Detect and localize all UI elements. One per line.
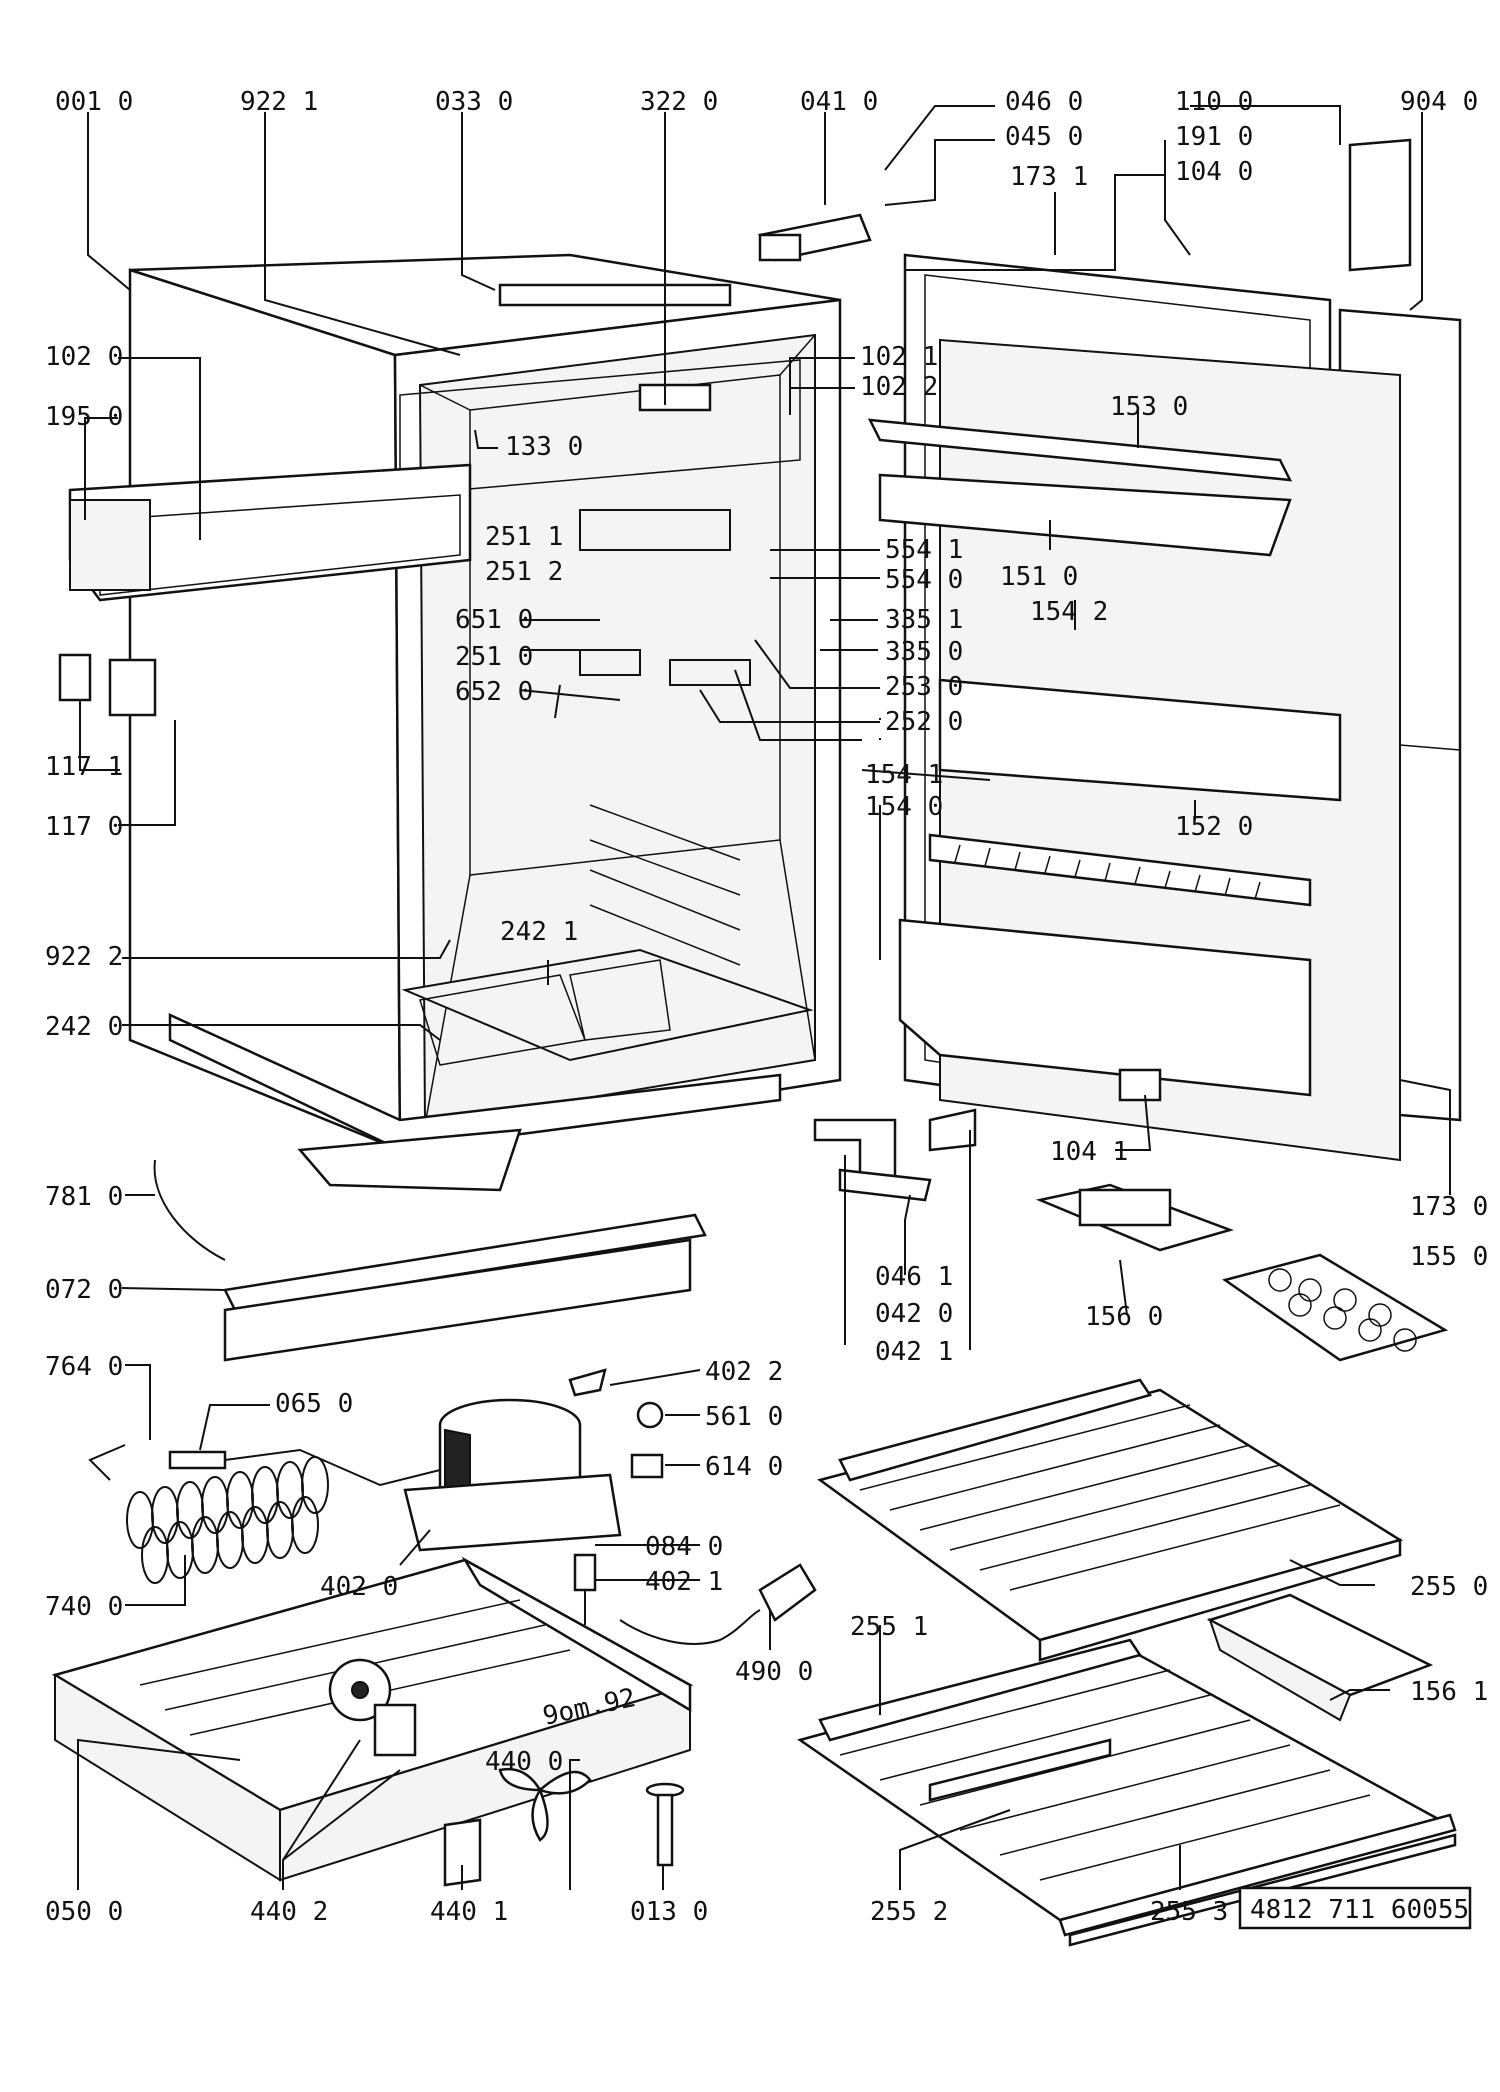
label-050-0: 050 0: [45, 1897, 123, 1927]
label-335-1: 335 1: [885, 605, 963, 635]
glass-shelf-lower: [797, 1638, 1457, 1947]
label-013-0: 013 0: [630, 1897, 708, 1927]
label-001-0: 001 0: [55, 87, 133, 117]
label-554-0: 554 0: [885, 565, 963, 595]
label-154-0: 154 0: [865, 792, 943, 822]
label-156-0: 156 0: [1085, 1302, 1163, 1332]
door-assembly: [758, 138, 1462, 1162]
label-041-0: 041 0: [800, 87, 878, 117]
leader-lines: [77, 105, 1451, 1890]
label-781-0: 781 0: [45, 1182, 123, 1212]
label-402-2: 402 2: [705, 1357, 783, 1387]
label-195-0: 195 0: [45, 402, 123, 432]
reference-number: 4812 711 60055: [1250, 1895, 1469, 1925]
label-084-0: 084 0: [645, 1532, 723, 1562]
label-102-2: 102 2: [860, 372, 938, 402]
label-242-0: 242 0: [45, 1012, 123, 1042]
label-335-0: 335 0: [885, 637, 963, 667]
label-191-0: 191 0: [1175, 122, 1253, 152]
label-251-2: 251 2: [485, 557, 563, 587]
label-154-1: 154 1: [865, 760, 943, 790]
label-046-0: 046 0: [1005, 87, 1083, 117]
label-255-0: 255 0: [1410, 1572, 1488, 1602]
part-labels: 001 0 922 1 033 0 322 0 041 0 046 0 045 …: [45, 87, 1488, 1927]
label-904-0: 904 0: [1400, 87, 1478, 117]
label-154-2: 154 2: [1030, 597, 1108, 627]
label-104-0: 104 0: [1175, 157, 1253, 187]
label-922-2: 922 2: [45, 942, 123, 972]
label-440-2: 440 2: [250, 1897, 328, 1927]
butter-dish: [1035, 1183, 1234, 1252]
label-042-0: 042 0: [875, 1299, 953, 1329]
label-652-0: 652 0: [455, 677, 533, 707]
label-151-0: 151 0: [1000, 562, 1078, 592]
ice-tray: [1206, 1593, 1434, 1722]
reference-box: 4812 711 60055: [1238, 1886, 1472, 1930]
label-251-0: 251 0: [455, 642, 533, 672]
label-117-1: 117 1: [45, 752, 123, 782]
label-255-2: 255 2: [870, 1897, 948, 1927]
base-tray: 9om.92: [51, 1556, 694, 1882]
label-253-0: 253 0: [885, 672, 963, 702]
screw: [645, 1782, 685, 1867]
fan-blade: [498, 1767, 592, 1842]
label-155-0: 155 0: [1410, 1242, 1488, 1272]
label-072-0: 072 0: [45, 1275, 123, 1305]
label-102-0: 102 0: [45, 342, 123, 372]
label-046-1: 046 1: [875, 1262, 953, 1292]
label-117-0: 117 0: [45, 812, 123, 842]
label-065-0: 065 0: [275, 1389, 353, 1419]
label-255-3: 255 3: [1150, 1897, 1228, 1927]
label-156-1: 156 1: [1410, 1677, 1488, 1707]
label-440-0: 440 0: [485, 1747, 563, 1777]
label-242-1: 242 1: [500, 917, 578, 947]
label-252-0: 252 0: [885, 707, 963, 737]
label-490-0: 490 0: [735, 1657, 813, 1687]
freezer-flap: [68, 463, 472, 602]
label-402-1: 402 1: [645, 1567, 723, 1597]
label-153-0: 153 0: [1110, 392, 1188, 422]
label-102-1: 102 1: [860, 342, 938, 372]
bottom-hinge: [813, 1108, 977, 1202]
label-110-0: 110 0: [1175, 87, 1253, 117]
label-251-1: 251 1: [485, 522, 563, 552]
label-322-0: 322 0: [640, 87, 718, 117]
label-402-0: 402 0: [320, 1572, 398, 1602]
label-764-0: 764 0: [45, 1352, 123, 1382]
relay-parts: [568, 1368, 664, 1625]
label-152-0: 152 0: [1175, 812, 1253, 842]
cover-strip: [223, 1213, 707, 1362]
label-922-1: 922 1: [240, 87, 318, 117]
label-133-0: 133 0: [505, 432, 583, 462]
compressor: [403, 1398, 622, 1552]
label-045-0: 045 0: [1005, 122, 1083, 152]
label-561-0: 561 0: [705, 1402, 783, 1432]
label-173-1: 173 1: [1010, 162, 1088, 192]
label-033-0: 033 0: [435, 87, 513, 117]
latch-parts: [58, 653, 157, 717]
label-104-1: 104 1: [1050, 1137, 1128, 1167]
label-440-1: 440 1: [430, 1897, 508, 1927]
label-614-0: 614 0: [705, 1452, 783, 1482]
condenser-coil: [88, 1444, 441, 1584]
label-651-0: 651 0: [455, 605, 533, 635]
label-042-1: 042 1: [875, 1337, 953, 1367]
label-255-1: 255 1: [850, 1612, 928, 1642]
label-740-0: 740 0: [45, 1592, 123, 1622]
egg-tray: [1222, 1253, 1449, 1362]
label-173-0: 173 0: [1410, 1192, 1488, 1222]
label-554-1: 554 1: [885, 535, 963, 565]
